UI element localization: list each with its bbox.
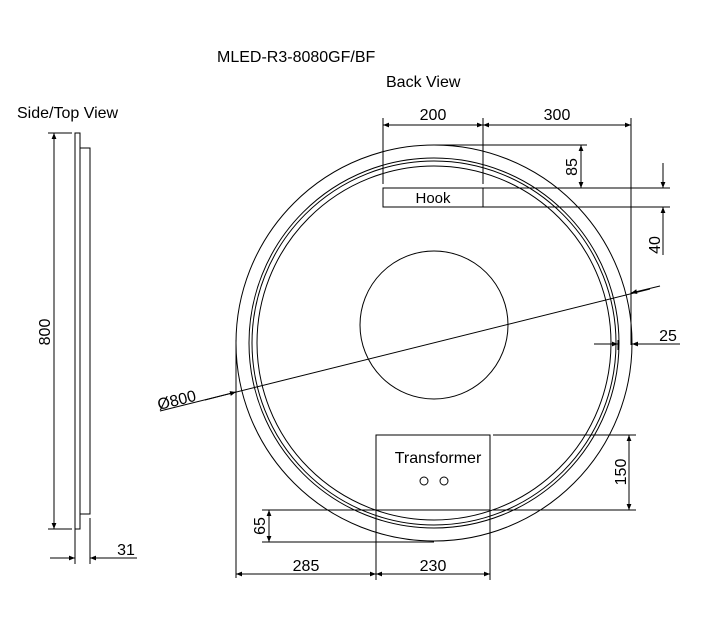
hook: Hook — [382, 187, 670, 208]
frame-dimension-25: 25 — [594, 328, 680, 350]
transformer-dimension-285: 285 — [236, 510, 491, 580]
mirror-glass-profile — [74, 132, 81, 530]
transformer-hole-icon — [439, 476, 449, 486]
hook-dimension-40: 40 — [647, 163, 666, 255]
svg-text:85: 85 — [564, 158, 581, 176]
svg-text:65: 65 — [252, 517, 269, 535]
transformer: Transformer — [375, 434, 636, 511]
svg-text:40: 40 — [647, 236, 664, 254]
svg-text:200: 200 — [420, 107, 447, 124]
mirror-frame-ring-3 — [256, 165, 612, 521]
svg-text:800: 800 — [37, 319, 54, 346]
transformer-dimension-150: 150 — [613, 435, 632, 510]
center-circle — [359, 250, 509, 400]
svg-text:150: 150 — [613, 459, 630, 486]
svg-text:300: 300 — [544, 107, 571, 124]
svg-text:25: 25 — [659, 328, 677, 345]
svg-text:285: 285 — [293, 558, 320, 575]
hook-label: Hook — [415, 190, 451, 207]
mirror-side-view — [74, 132, 91, 530]
back-view-label: Back View — [386, 74, 461, 91]
diameter-dimension: Ø800 — [156, 285, 661, 578]
mirror-back-frame-profile — [79, 147, 91, 515]
side-dimension-31: 31 — [50, 518, 137, 564]
svg-text:31: 31 — [117, 542, 135, 559]
hook-dimension-200: 200 — [382, 107, 484, 184]
side-dimension-800: 800 — [37, 132, 72, 530]
transformer-dimension-230: 230 — [376, 558, 490, 577]
transformer-hole-icon — [419, 476, 429, 486]
transformer-label: Transformer — [395, 450, 482, 467]
hook-dimension-85: 85 — [434, 144, 587, 188]
hook-dimension-300: 300 — [483, 107, 632, 345]
side-view-label: Side/Top View — [17, 105, 119, 122]
drawing-title: MLED-R3-8080GF/BF — [217, 49, 375, 66]
transformer-dimension-65: 65 — [252, 509, 434, 543]
svg-text:Ø800: Ø800 — [156, 388, 198, 414]
svg-text:230: 230 — [420, 558, 447, 575]
mirror-frame-ring-1 — [248, 157, 620, 529]
